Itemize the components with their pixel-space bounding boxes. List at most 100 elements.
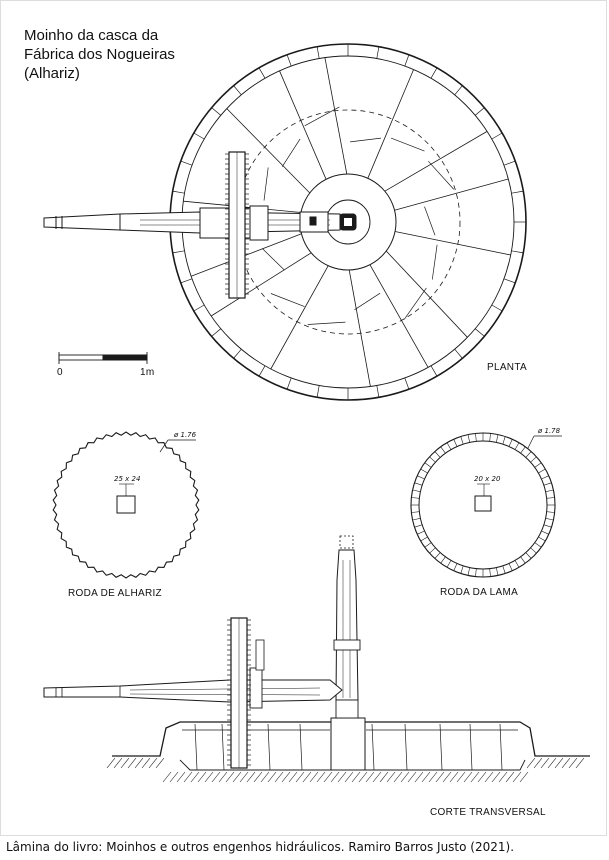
stone-joint [369,264,429,368]
basin-stone-joint [267,723,271,771]
brick-joint [525,552,532,559]
brick-joint [434,552,441,559]
stone-course [390,137,425,152]
rim-joint [376,46,380,59]
ground-hatch [568,757,578,769]
brick-joint [420,536,428,542]
rim-joint [491,132,503,140]
rim-joint [474,107,485,116]
brick-joint [420,468,428,474]
ground-hatch [428,771,438,783]
rim-joint [316,385,320,398]
alhariz-diameter-label: ø 1.76 [174,431,197,439]
ground-hatch [456,771,466,783]
wheel-alhariz-label: RODA DE ALHARIZ [68,588,162,599]
brick-joint [446,560,452,568]
ground-hatch [435,771,445,783]
brick-joint [412,489,421,492]
rim-joint [258,365,266,377]
stone-course [307,321,346,325]
scale-end-label: 1m [140,367,155,378]
brick-joint [475,568,477,577]
brick-joint [546,497,555,499]
brick-joint [475,433,477,442]
rim-joint [258,67,266,79]
stone-joint [394,231,511,256]
ground-hatch [253,771,263,783]
ground-hatch [561,757,571,769]
plan-label: PLANTA [487,362,527,373]
ground-hatch [113,757,123,769]
ground-hatch [421,771,431,783]
brick-joint [424,462,432,468]
ground-hatch [505,771,515,783]
basin-stone-joint [404,723,408,771]
brick-joint [460,436,464,445]
ground-hatch [526,757,536,769]
wheel-alhariz-outline [52,431,200,579]
rim-joint [211,107,222,116]
brick-joint [546,511,555,513]
stone-course [304,106,340,127]
section-view [43,535,590,783]
stone-joint [384,131,488,192]
ground-hatch [337,771,347,783]
brick-joint [514,560,520,568]
middle-stone-ring [233,106,455,325]
ground-hatch [218,771,228,783]
stone-joint [279,70,327,180]
ground-hatch [330,771,340,783]
ground-hatch [351,771,361,783]
ground-hatch [190,771,200,783]
ground-hatch [239,771,249,783]
ground-hatch [120,757,130,769]
stone-course [350,137,382,143]
brick-joint [414,524,423,528]
rim-joint [180,278,193,284]
rim-joint [376,385,380,398]
basin-stone-joint [499,723,503,771]
ground-hatch [127,757,137,769]
rim-joint [193,304,205,312]
ground-hatch [386,771,396,783]
rim-joint [511,250,524,254]
stone-joint [348,269,371,387]
rim-joint [430,365,438,377]
ground-hatch [379,771,389,783]
ground-hatch [547,757,557,769]
brick-joint [520,556,526,564]
ground-hatch [211,771,221,783]
brick-joint [417,530,425,535]
basin-stone-joint [439,723,443,771]
ground-hatch [141,757,151,769]
ground-hatch [267,771,277,783]
stone-course [403,287,427,320]
section-label: CORTE TRANSVERSAL [430,807,546,818]
stone-joint [210,252,312,317]
wheel-lama-label: RODA DA LAMA [440,587,519,598]
basin-stone-joint [299,723,303,771]
rim-joint [511,190,524,194]
basin-stone-joint [194,723,198,771]
alhariz-hole-label: 25 x 24 [114,475,141,483]
brick-joint [446,442,452,450]
basin-stone-joint [469,723,473,771]
brick-joint [424,542,432,548]
plan-view [43,43,527,401]
rim-joint [316,46,320,59]
brick-joint [538,536,546,542]
ground-hatch [288,771,298,783]
brick-joint [489,433,491,442]
title-line-2: Fábrica dos Nogueiras [24,46,175,63]
ground-hatch [281,771,291,783]
brick-joint [534,542,542,548]
stone-course [424,206,436,236]
brick-joint [453,563,458,571]
stone-course [281,138,301,167]
brick-joint [541,530,549,535]
plan-shaft [43,205,341,241]
ground-hatch [106,757,116,769]
brick-joint [411,497,420,499]
ground-hatch [295,771,305,783]
rim-joint [211,328,222,337]
